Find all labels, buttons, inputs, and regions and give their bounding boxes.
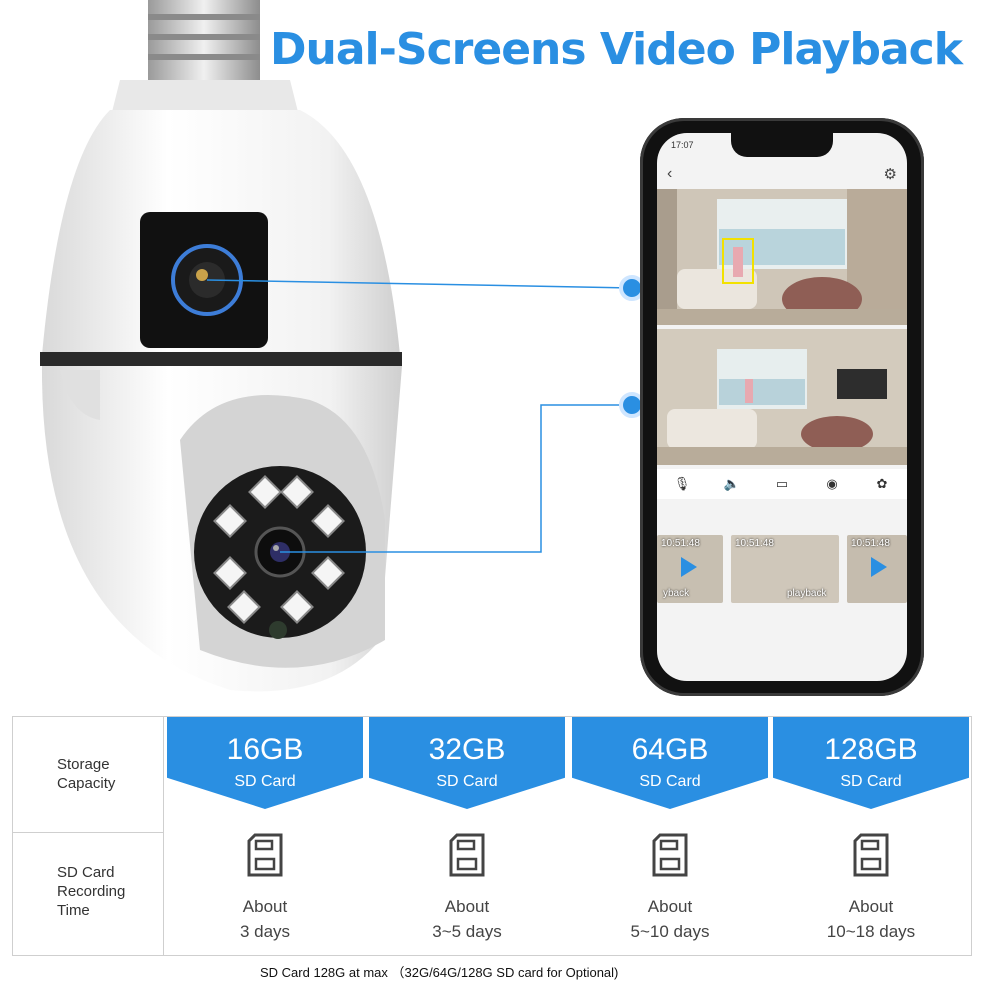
sd-card-icon (449, 833, 485, 877)
phone-notch (731, 133, 833, 157)
row-divider (13, 832, 163, 833)
recording-days: 10~18 days (826, 922, 916, 941)
storage-column-32gb: 32GB SD Card About 3~5 days (369, 717, 569, 955)
status-time: 17:07 (671, 140, 694, 150)
recording-about: About (848, 897, 894, 916)
playback-thumbnail-strip: 10:51:48 yback 10:51:48 playback 10:51:4… (657, 535, 907, 605)
thumbnail-time: 10:51:48 (735, 538, 774, 549)
camera-icon[interactable]: ◉ (826, 476, 838, 491)
capacity-sub: SD Card (234, 773, 296, 790)
video-feed-upper-lens[interactable] (657, 189, 907, 325)
thumbnail-time: 10:51:48 (851, 538, 890, 549)
playback-thumbnail[interactable]: 10:51:48 yback (657, 535, 723, 603)
recording-about: About (647, 897, 693, 916)
sd-card-icon (247, 833, 283, 877)
storage-column-16gb: 16GB SD Card About 3 days (167, 717, 367, 955)
capacity-sub: SD Card (436, 773, 498, 790)
recording-about: About (242, 897, 288, 916)
smartphone: 17:07 ‹ ⚙ (640, 118, 924, 696)
row-label-recording-time: SD Card Recording Time (57, 864, 126, 919)
capacity-sub: SD Card (840, 773, 902, 790)
phone-screen: 17:07 ‹ ⚙ (657, 133, 907, 681)
storage-column-64gb: 64GB SD Card About 5~10 days (572, 717, 772, 955)
chevron-left-icon[interactable]: ‹ (667, 165, 673, 182)
capacity-value: 128GB (824, 733, 918, 766)
row-label-storage-capacity: Storage Capacity (57, 756, 116, 792)
dual-lens-bulb-camera-illustration (40, 0, 645, 692)
recording-days: 3~5 days (432, 922, 502, 941)
thumbnail-label: yback (663, 588, 690, 599)
palette-icon[interactable]: ✿ (876, 476, 888, 491)
recording-about: About (444, 897, 490, 916)
microphone-icon[interactable]: 🎙 (673, 476, 691, 491)
playback-control-bar: 🎙 🔈 ▭ ◉ ✿ (657, 469, 907, 499)
play-icon[interactable] (871, 557, 887, 577)
video-feed-lower-lens[interactable] (657, 329, 907, 465)
recording-days: 3 days (239, 922, 291, 941)
video-record-icon[interactable]: ▭ (775, 476, 789, 491)
playback-thumbnail[interactable]: 10:51:48 playback (731, 535, 839, 603)
capacity-value: 32GB (428, 733, 506, 766)
footnote: SD Card 128G at max （32G/64G/128G SD car… (260, 965, 619, 980)
app-header: ‹ ⚙ (657, 161, 907, 189)
thumbnail-time: 10:51:48 (661, 538, 700, 549)
storage-column-128gb: 128GB SD Card About 10~18 days (773, 717, 973, 955)
capacity-sub: SD Card (639, 773, 701, 790)
column-divider (163, 717, 164, 955)
play-icon[interactable] (681, 557, 697, 577)
capacity-value: 16GB (226, 733, 304, 766)
recording-days: 5~10 days (630, 922, 710, 941)
gear-icon[interactable]: ⚙ (883, 166, 897, 183)
capacity-value: 64GB (631, 733, 709, 766)
page-title: Dual-Screens Video Playback (270, 24, 963, 75)
speaker-mute-icon[interactable]: 🔈 (723, 476, 741, 491)
playback-thumbnail[interactable]: 10:51:48 (847, 535, 907, 603)
screw-base (110, 0, 300, 120)
sd-card-storage-table: Storage Capacity SD Card Recording Time … (12, 716, 972, 956)
sd-card-icon (853, 833, 889, 877)
sd-card-icon (652, 833, 688, 877)
thumbnail-label: playback (787, 588, 827, 599)
